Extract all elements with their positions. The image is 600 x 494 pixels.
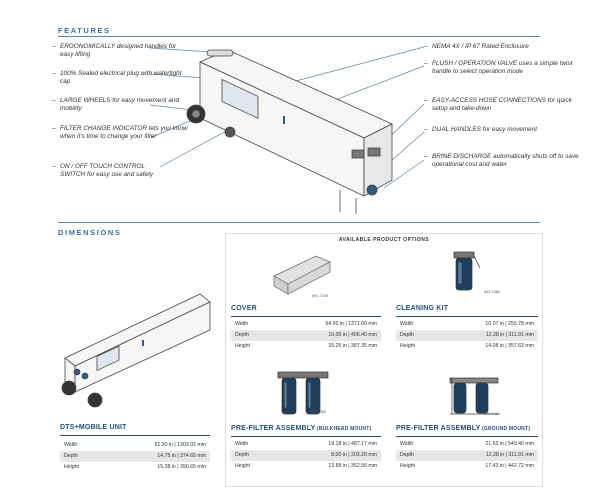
bulkhead-prefilter-name: PRE-FILTER ASSEMBLY (BULKHEAD MOUNT) <box>231 425 372 432</box>
cover-illustration <box>273 255 331 295</box>
features-rule <box>58 36 540 37</box>
cleaning-kit-name-rule <box>396 316 538 317</box>
feature-filter-indicator: –FILTER CHANGE INDICATOR lets you know w… <box>52 125 188 141</box>
product-options-panel: AVAILABLE PRODUCT OPTIONS #91-7105 #93-7… <box>225 233 543 487</box>
cover-name-rule <box>231 316 381 317</box>
feature-dual-handles: –DUAL HANDLES for easy movement <box>424 126 538 133</box>
bulkhead-prefilter-part-number: #93-7465 <box>310 410 327 414</box>
ground-prefilter-name: PRE-FILTER ASSEMBLY (GROUND MOUNT) <box>396 425 531 432</box>
dimensions-title: DIMENSIONS <box>58 228 122 237</box>
ground-prefilter-name-rule <box>396 436 538 437</box>
feature-touch-switch: –ON / OFF TOUCH CONTROL SWITCH for easy … <box>52 163 154 179</box>
cover-name: COVER <box>231 305 257 312</box>
unit-name-rule <box>60 435 210 436</box>
features-illustration <box>149 46 425 214</box>
feature-nema-enclosure: –NEMA 4X / IP 67 Rated Enclosure <box>424 43 529 50</box>
unit-name: DTS+MOBILE UNIT <box>60 424 127 431</box>
product-options-title: AVAILABLE PRODUCT OPTIONS <box>338 237 430 243</box>
mobile-unit-illustration <box>61 293 211 408</box>
feature-brine-discharge: –BRINE DISCHARGE automatically shuts off… <box>424 153 579 169</box>
features-title: FEATURES <box>58 26 111 35</box>
cleaning-kit-part-number: #93-7380 <box>484 290 501 294</box>
feature-ergonomic-handles: –ERGONOMICALLY designed handles for easy… <box>52 43 177 59</box>
ground-prefilter-part-number: #93-7466 <box>484 412 501 416</box>
cleaning-kit-illustration <box>453 251 481 291</box>
feature-large-wheels: –LARGE WHEELS for easy movement and mobi… <box>52 97 179 113</box>
feature-flush-valve: –FLUSH / OPERATION VALVE uses a simple t… <box>424 60 573 76</box>
cover-part-number: #91-7105 <box>312 294 329 298</box>
dimensions-rule <box>58 222 540 223</box>
feature-sealed-plug: –100% Sealed electrical plug with watert… <box>52 70 182 86</box>
ground-prefilter-illustration <box>449 377 499 415</box>
bulkhead-prefilter-illustration <box>277 371 329 415</box>
feature-hose-connections: –EASY-ACCESS HOSE CONNECTIONS for quick … <box>424 97 572 113</box>
bulkhead-prefilter-name-rule <box>231 436 381 437</box>
cleaning-kit-name: CLEANING KIT <box>396 305 449 312</box>
